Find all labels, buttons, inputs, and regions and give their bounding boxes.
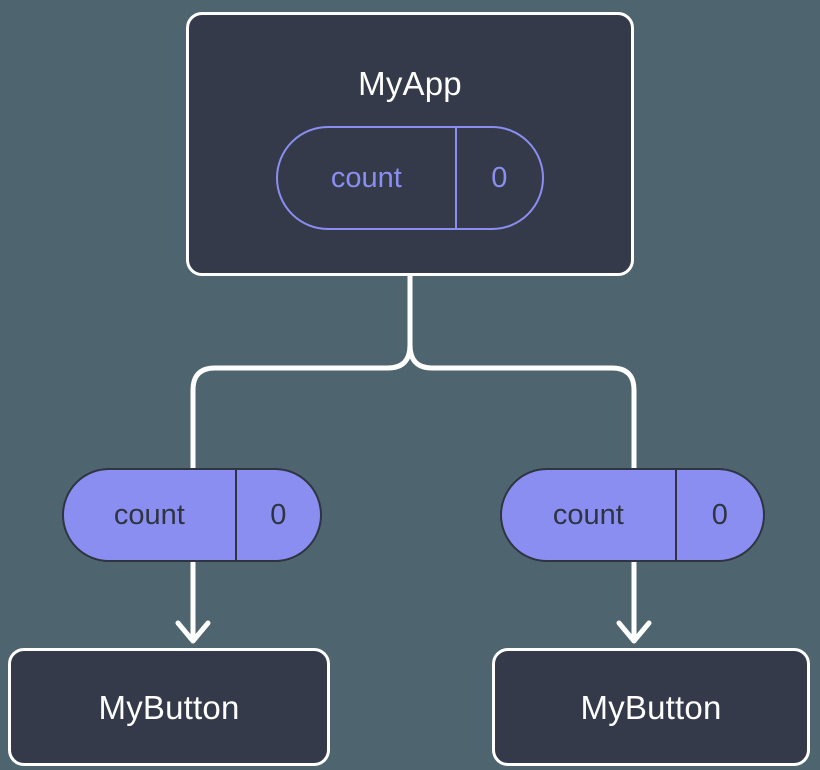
component-node-mybutton-right[interactable]: MyButton — [492, 648, 810, 766]
arrow-head-left — [175, 620, 211, 644]
component-name-myapp: MyApp — [358, 65, 462, 102]
component-name-mybutton: MyButton — [580, 688, 722, 726]
tree-connector-path-right — [407, 342, 637, 471]
prop-pill-left-count[interactable]: count 0 — [62, 468, 322, 562]
prop-pill-key: count — [64, 470, 237, 560]
state-pill-key: count — [278, 128, 457, 228]
tree-connector-path — [190, 273, 413, 471]
prop-pill-value: 0 — [270, 498, 287, 531]
prop-pill-value: 0 — [711, 498, 728, 531]
component-name-mybutton: MyButton — [98, 688, 240, 726]
state-pill-myapp-count[interactable]: count 0 — [276, 126, 544, 230]
state-pill-value: 0 — [491, 161, 508, 194]
prop-pill-right-count[interactable]: count 0 — [500, 468, 765, 562]
arrow-head-right — [616, 620, 652, 644]
component-node-mybutton-left[interactable]: MyButton — [8, 648, 330, 766]
prop-pill-key: count — [502, 470, 677, 560]
component-node-myapp[interactable]: MyApp — [186, 12, 634, 276]
